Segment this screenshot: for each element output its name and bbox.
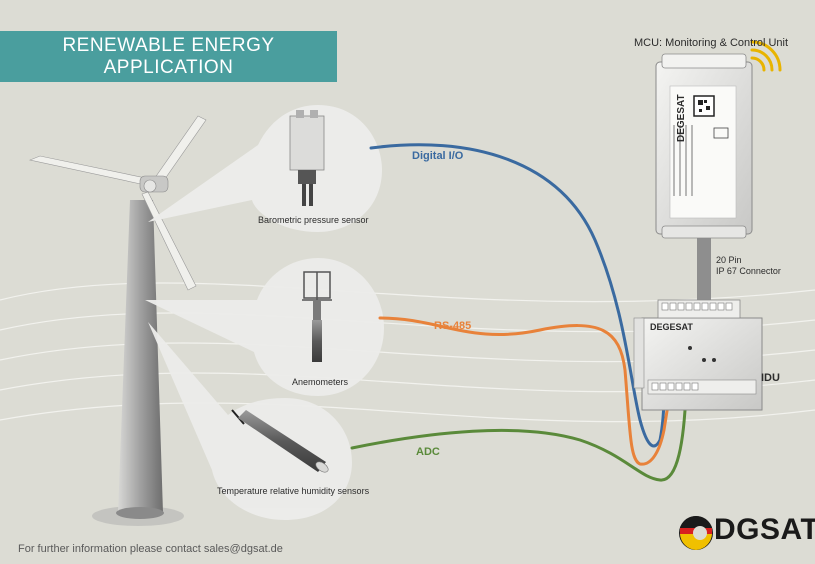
- rs485-label: RS-485: [434, 320, 472, 332]
- connector-label-line-1: 20 Pin: [716, 255, 742, 265]
- barometric-sensor-icon: [289, 110, 325, 206]
- turbine-tower: [118, 200, 163, 513]
- wireless-signal-icon: [750, 40, 782, 72]
- cable-rs485: [378, 316, 672, 466]
- anemometer-icon: [302, 271, 332, 362]
- bubble-barometric: [148, 105, 382, 232]
- anemometer-label: Anemometers: [292, 377, 349, 387]
- footer-contact: For further information please contact s…: [18, 543, 283, 555]
- idu-leds: [688, 346, 716, 362]
- mcu-device: [655, 53, 753, 239]
- barometric-sensor-label: Barometric pressure sensor: [258, 215, 369, 225]
- connection-cables: [350, 143, 688, 482]
- cable-digital-io: [369, 143, 666, 448]
- bubble-anemometer: [145, 258, 384, 396]
- qr-code: [693, 95, 715, 117]
- idu-device: [633, 299, 763, 411]
- title-line-2: APPLICATION: [103, 57, 234, 78]
- temperature-sensor-icon: [231, 409, 329, 473]
- page-title: RENEWABLE ENERGY APPLICATION: [0, 31, 337, 82]
- connector-label-line-2: IP 67 Connector: [716, 266, 781, 276]
- label-text-lines: [673, 125, 693, 196]
- title-line-1: RENEWABLE ENERGY: [62, 35, 275, 56]
- dgsat-logo-text: DGSAT: [714, 513, 815, 546]
- idu-label: IDU: [761, 372, 780, 384]
- turbine-hub: [143, 179, 157, 193]
- connector-cable: [697, 236, 711, 308]
- digital-io-label: Digital I/O: [412, 150, 464, 162]
- cable-adc: [350, 390, 688, 482]
- temperature-sensor-label: Temperature relative humidity sensors: [217, 486, 370, 496]
- turbine-blades: [28, 115, 207, 291]
- wind-turbine: [28, 115, 207, 526]
- idu-brand: DEGESAT: [650, 322, 693, 332]
- dgsat-logo-mark: [679, 516, 713, 550]
- mcu-brand: DEGESAT: [676, 94, 687, 142]
- mcu-label: MCU: Monitoring & Control Unit: [634, 37, 789, 49]
- idu-terminals-top: [661, 302, 733, 311]
- adc-label: ADC: [416, 446, 440, 458]
- callout-bubbles: [145, 105, 384, 520]
- idu-terminals-bottom: [651, 382, 699, 391]
